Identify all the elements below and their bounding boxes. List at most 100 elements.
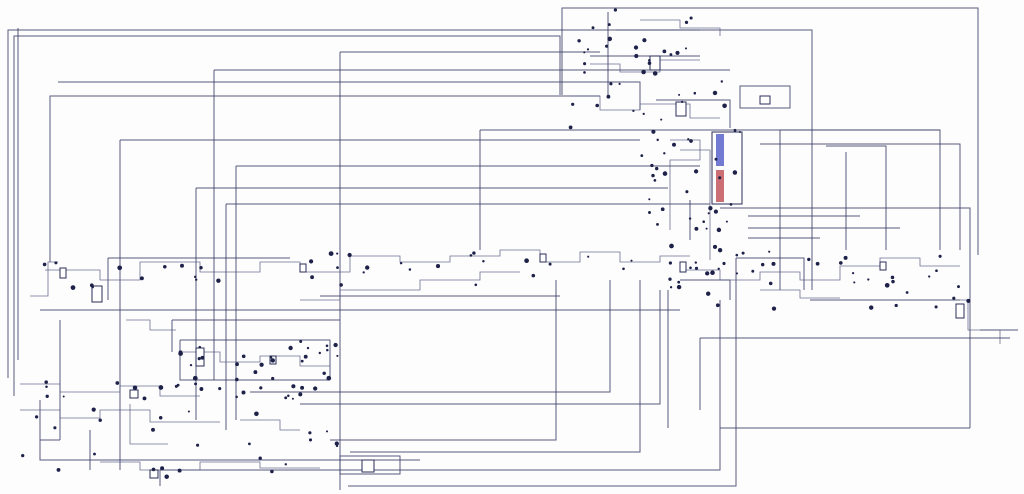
junction-dot: [62, 395, 65, 398]
junction-dot: [738, 130, 741, 134]
junction-dot: [934, 305, 938, 309]
junction-dot: [216, 278, 221, 283]
junction-dot: [291, 397, 294, 400]
junction-dot: [270, 469, 274, 474]
junction-dot: [702, 220, 705, 223]
junction-dot: [336, 252, 339, 255]
wire-a21: [720, 207, 971, 428]
junction-dot: [725, 220, 728, 223]
junction-dot: [622, 267, 625, 271]
junction-dot: [606, 94, 611, 99]
junction-dot: [669, 243, 674, 249]
junction-dot: [648, 58, 651, 62]
junction-dot: [867, 278, 870, 281]
junction-dot: [938, 254, 942, 258]
junction-dot: [270, 358, 276, 363]
component-symbol: [149, 469, 159, 479]
junction-dot: [672, 142, 676, 147]
wire-a48: [656, 99, 731, 128]
junction-dot: [334, 441, 339, 446]
junction-dot: [684, 20, 689, 25]
junction-dot: [807, 257, 811, 262]
junction-dot: [98, 418, 102, 422]
junction-dot: [303, 354, 308, 359]
junction-dot: [605, 44, 609, 48]
junction-dot: [259, 386, 263, 390]
junction-dot: [714, 157, 718, 161]
junction-dot: [309, 259, 314, 264]
junction-dot: [760, 262, 765, 267]
junction-dot: [235, 395, 238, 399]
junction-dot: [928, 275, 931, 278]
junction-dot: [712, 90, 718, 96]
junction-dot: [158, 415, 163, 420]
junction-dot: [91, 285, 94, 289]
junction-dot: [299, 340, 303, 343]
junction-dot: [271, 376, 275, 381]
wire-frame-top: [13, 35, 561, 396]
junction-dot: [587, 255, 590, 258]
component-symbol: [879, 261, 887, 271]
junction-dot: [93, 452, 96, 456]
junction-dot: [335, 444, 339, 448]
junction-dot: [235, 362, 239, 367]
junction-dot: [258, 456, 262, 460]
junction-dot: [151, 427, 155, 432]
junction-dot: [618, 82, 621, 85]
junction-dot: [325, 344, 329, 348]
junction-dot: [45, 394, 49, 398]
junction-dot: [853, 281, 856, 284]
trace-chain-r: [240, 419, 300, 431]
junction-dot: [712, 244, 718, 249]
junction-dot: [651, 129, 656, 134]
junction-dot: [653, 179, 657, 182]
junction-dot: [198, 345, 202, 349]
component-symbol: [675, 101, 687, 117]
junction-dot: [710, 270, 715, 275]
junction-dot: [322, 371, 326, 376]
junction-dot: [718, 176, 722, 180]
junction-dot: [693, 169, 699, 174]
wire-a57: [180, 339, 331, 380]
junction-dot: [571, 102, 575, 106]
junction-dot: [199, 387, 204, 391]
junction-dot: [685, 190, 689, 194]
junction-dot: [583, 51, 586, 54]
routing-wires: [7, 7, 1018, 490]
junction-dot: [741, 251, 745, 255]
trace-chain-c: [20, 383, 200, 397]
junction-dot: [651, 173, 655, 178]
junction-dot: [678, 93, 681, 96]
junction-dot: [717, 267, 720, 270]
bus-bar-red: [716, 170, 724, 202]
wire-a23: [736, 257, 805, 290]
junction-dot: [253, 370, 258, 375]
junction-dot: [178, 351, 183, 356]
junction-dot: [720, 80, 723, 83]
junction-dot: [56, 467, 61, 472]
junction-dot: [694, 266, 699, 270]
junction-dot: [531, 273, 536, 278]
junction-dot: [957, 285, 960, 289]
junction-dot: [234, 377, 239, 382]
junction-dot: [365, 265, 370, 270]
junction-dot: [333, 342, 338, 348]
junction-dot: [680, 100, 684, 104]
junction-dot: [313, 386, 318, 391]
wire-a1: [49, 95, 600, 262]
junction-dot: [656, 138, 659, 142]
wire-a42: [348, 420, 737, 487]
junction-dot: [254, 411, 259, 417]
wire-a60: [339, 455, 401, 475]
junction-dot: [677, 280, 681, 284]
wire-a41: [350, 280, 641, 453]
junction-dot: [284, 396, 288, 400]
junction-dot: [669, 286, 673, 289]
junction-dot: [318, 351, 321, 355]
junction-dot: [435, 264, 441, 269]
trace-chain-f: [180, 351, 330, 367]
junction-dot: [241, 354, 246, 359]
trace-chain-l: [570, 95, 720, 119]
component-symbol: [361, 459, 375, 473]
trace-chain-e: [100, 461, 320, 471]
